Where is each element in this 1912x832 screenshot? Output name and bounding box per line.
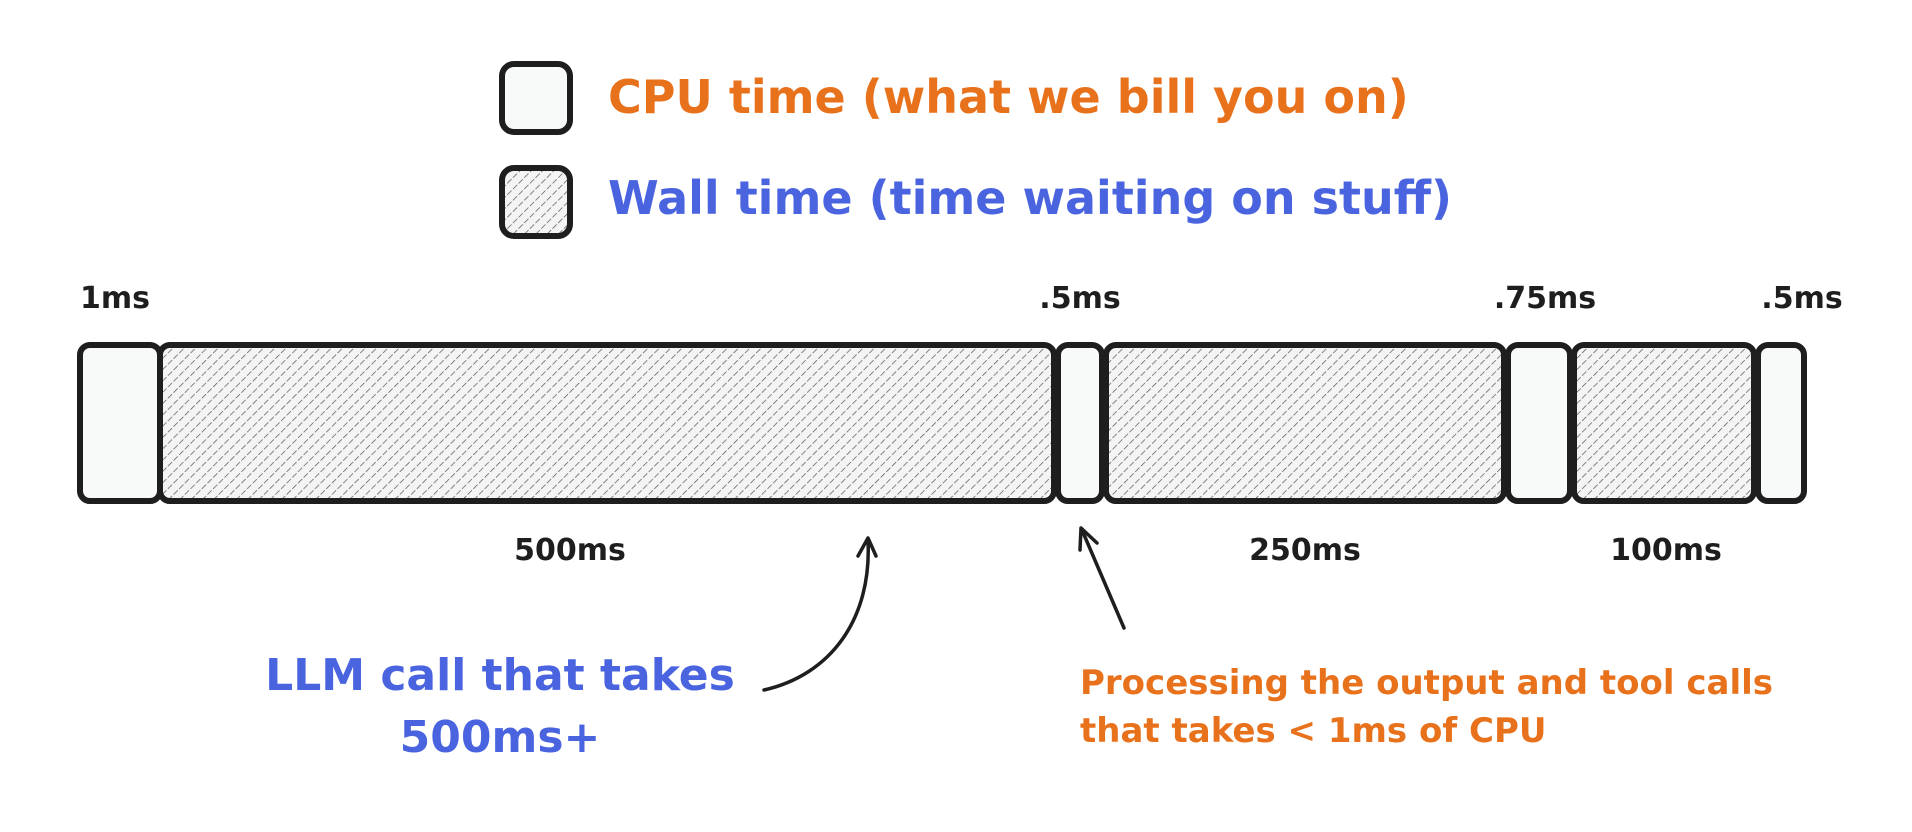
segment-label-cpu-2: .5ms bbox=[1039, 281, 1120, 316]
llm-call-annotation: LLM call that takes 500ms+ bbox=[265, 650, 735, 763]
processing-annotation: Processing the output and tool calls tha… bbox=[1080, 663, 1773, 751]
segment-cpu-1 bbox=[77, 342, 163, 504]
segment-label-wall-1: 500ms bbox=[514, 533, 626, 568]
segment-label-cpu-4: .5ms bbox=[1761, 281, 1842, 316]
segment-cpu-2 bbox=[1055, 342, 1105, 504]
processing-line-1: Processing the output and tool calls bbox=[1080, 663, 1773, 703]
segment-cpu-3 bbox=[1505, 342, 1573, 504]
processing-line-2: that takes < 1ms of CPU bbox=[1080, 711, 1546, 751]
legend-wall-label: Wall time (time waiting on stuff) bbox=[608, 171, 1452, 225]
processing-arrow bbox=[1080, 528, 1126, 630]
legend-cpu-label: CPU time (what we bill you on) bbox=[608, 70, 1409, 124]
segment-label-cpu-3: .75ms bbox=[1494, 281, 1596, 316]
legend-wall-swatch bbox=[499, 165, 573, 239]
segment-label-wall-2: 250ms bbox=[1249, 533, 1361, 568]
llm-call-arrow-head bbox=[856, 536, 878, 558]
llm-call-line-1: LLM call that takes bbox=[265, 650, 735, 701]
timeline bbox=[77, 342, 1807, 504]
llm-call-line-2: 500ms+ bbox=[400, 712, 601, 763]
segment-label-wall-3: 100ms bbox=[1610, 533, 1722, 568]
segment-wall-3 bbox=[1571, 342, 1757, 504]
annotation-arrows bbox=[762, 526, 1126, 692]
legend-cpu-swatch bbox=[499, 61, 573, 135]
legend: CPU time (what we bill you on) Wall time… bbox=[499, 61, 1452, 239]
segment-labels: 1ms 500ms .5ms 250ms .75ms 100ms .5ms bbox=[80, 281, 1843, 568]
segment-wall-1 bbox=[157, 342, 1057, 504]
segment-cpu-4 bbox=[1755, 342, 1807, 504]
processing-arrow-head bbox=[1078, 526, 1099, 552]
segment-wall-2 bbox=[1103, 342, 1507, 504]
segment-label-cpu-1: 1ms bbox=[80, 281, 150, 316]
llm-call-arrow bbox=[762, 538, 870, 692]
